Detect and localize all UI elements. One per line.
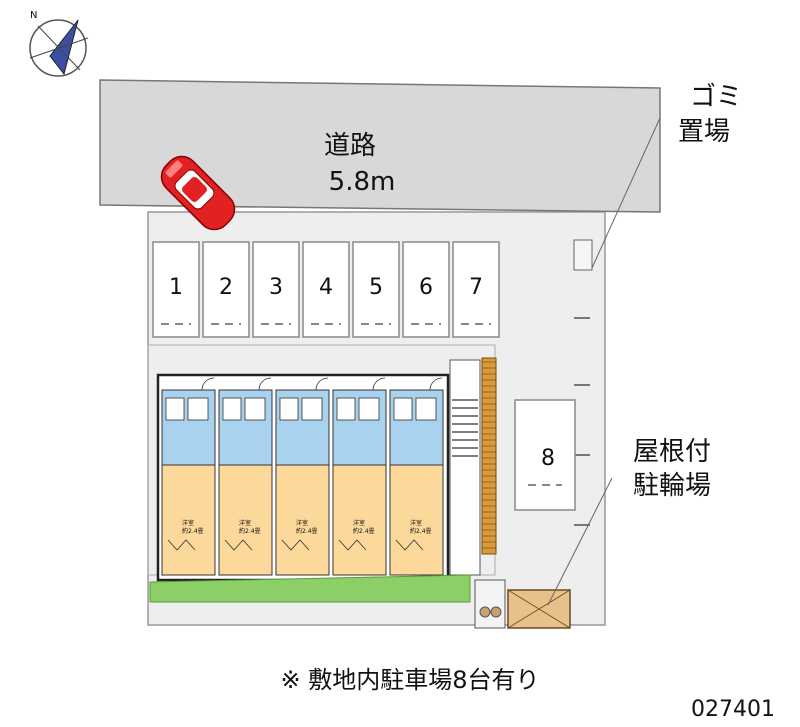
parking-slot	[402, 241, 450, 338]
bicycle-label-line1: 屋根付	[633, 437, 711, 467]
parking-slot-label: 3	[269, 275, 283, 300]
property-code: 027401	[691, 697, 775, 722]
parking-slot	[352, 241, 400, 338]
unit-room	[389, 464, 444, 576]
parking-slot	[452, 241, 500, 338]
bicycle-label-line2: 駐輪場	[633, 471, 711, 501]
unit-door	[372, 377, 386, 391]
brick-fence	[481, 357, 497, 555]
unit-room-size: 約2.4畳	[353, 527, 375, 535]
unit-door	[315, 377, 329, 391]
garbage-label-line2: 置場	[678, 117, 730, 147]
unit-sink	[244, 397, 266, 421]
unit-room	[275, 464, 330, 576]
unit-sink	[358, 397, 380, 421]
compass-icon	[29, 19, 89, 77]
footer-note: ※ 敷地内駐車場8台有り	[280, 666, 539, 694]
unit-room	[218, 464, 273, 576]
unit-room	[332, 464, 387, 576]
parking-slot-label: 5	[369, 275, 383, 300]
unit-room-size: 約2.4畳	[239, 527, 261, 535]
unit-sink	[415, 397, 437, 421]
unit-room-type: 洋室	[296, 519, 308, 527]
parking-slot	[152, 241, 200, 338]
unit-toilet	[393, 397, 413, 421]
entrance	[474, 579, 506, 629]
garbage-label-line1: ゴミ	[690, 82, 742, 112]
unit-room-type: 洋室	[410, 519, 422, 527]
corridor	[449, 359, 481, 576]
unit-toilet	[279, 397, 299, 421]
unit-sink	[301, 397, 323, 421]
unit-room-size: 約2.4畳	[296, 527, 318, 535]
grass-strip	[149, 574, 471, 603]
road-name: 道路	[324, 131, 376, 161]
parking-slot-label: 4	[319, 275, 333, 300]
unit-door	[429, 377, 443, 391]
unit-room-type: 洋室	[353, 519, 365, 527]
unit-toilet	[222, 397, 242, 421]
road-width: 5.8m	[329, 167, 396, 197]
road	[99, 79, 661, 213]
unit-room-type: 洋室	[239, 519, 251, 527]
parking-slot-label: 7	[469, 275, 483, 300]
parking-slot	[202, 241, 250, 338]
unit-room-type: 洋室	[182, 519, 194, 527]
parking-slot-label: 6	[419, 275, 433, 300]
parking-slot-label: 1	[169, 275, 183, 300]
parking-slot-8-label: 8	[541, 446, 555, 471]
unit-room-size: 約2.4畳	[182, 527, 204, 535]
unit-toilet	[336, 397, 356, 421]
parking-slot	[252, 241, 300, 338]
parking-slot	[302, 241, 350, 338]
car-icon	[160, 155, 236, 231]
parking-slot-label: 2	[219, 275, 233, 300]
unit-toilet	[165, 397, 185, 421]
unit-door	[201, 377, 215, 391]
unit-sink	[187, 397, 209, 421]
parking-slots: 1 2 3 4 5 6 7	[152, 241, 500, 338]
unit-door	[258, 377, 272, 391]
garbage-area	[573, 239, 593, 271]
unit-room-size: 約2.4畳	[410, 527, 432, 535]
parking-slot-8	[514, 399, 576, 511]
unit-room	[161, 464, 216, 576]
compass-north-label: N	[30, 10, 37, 21]
